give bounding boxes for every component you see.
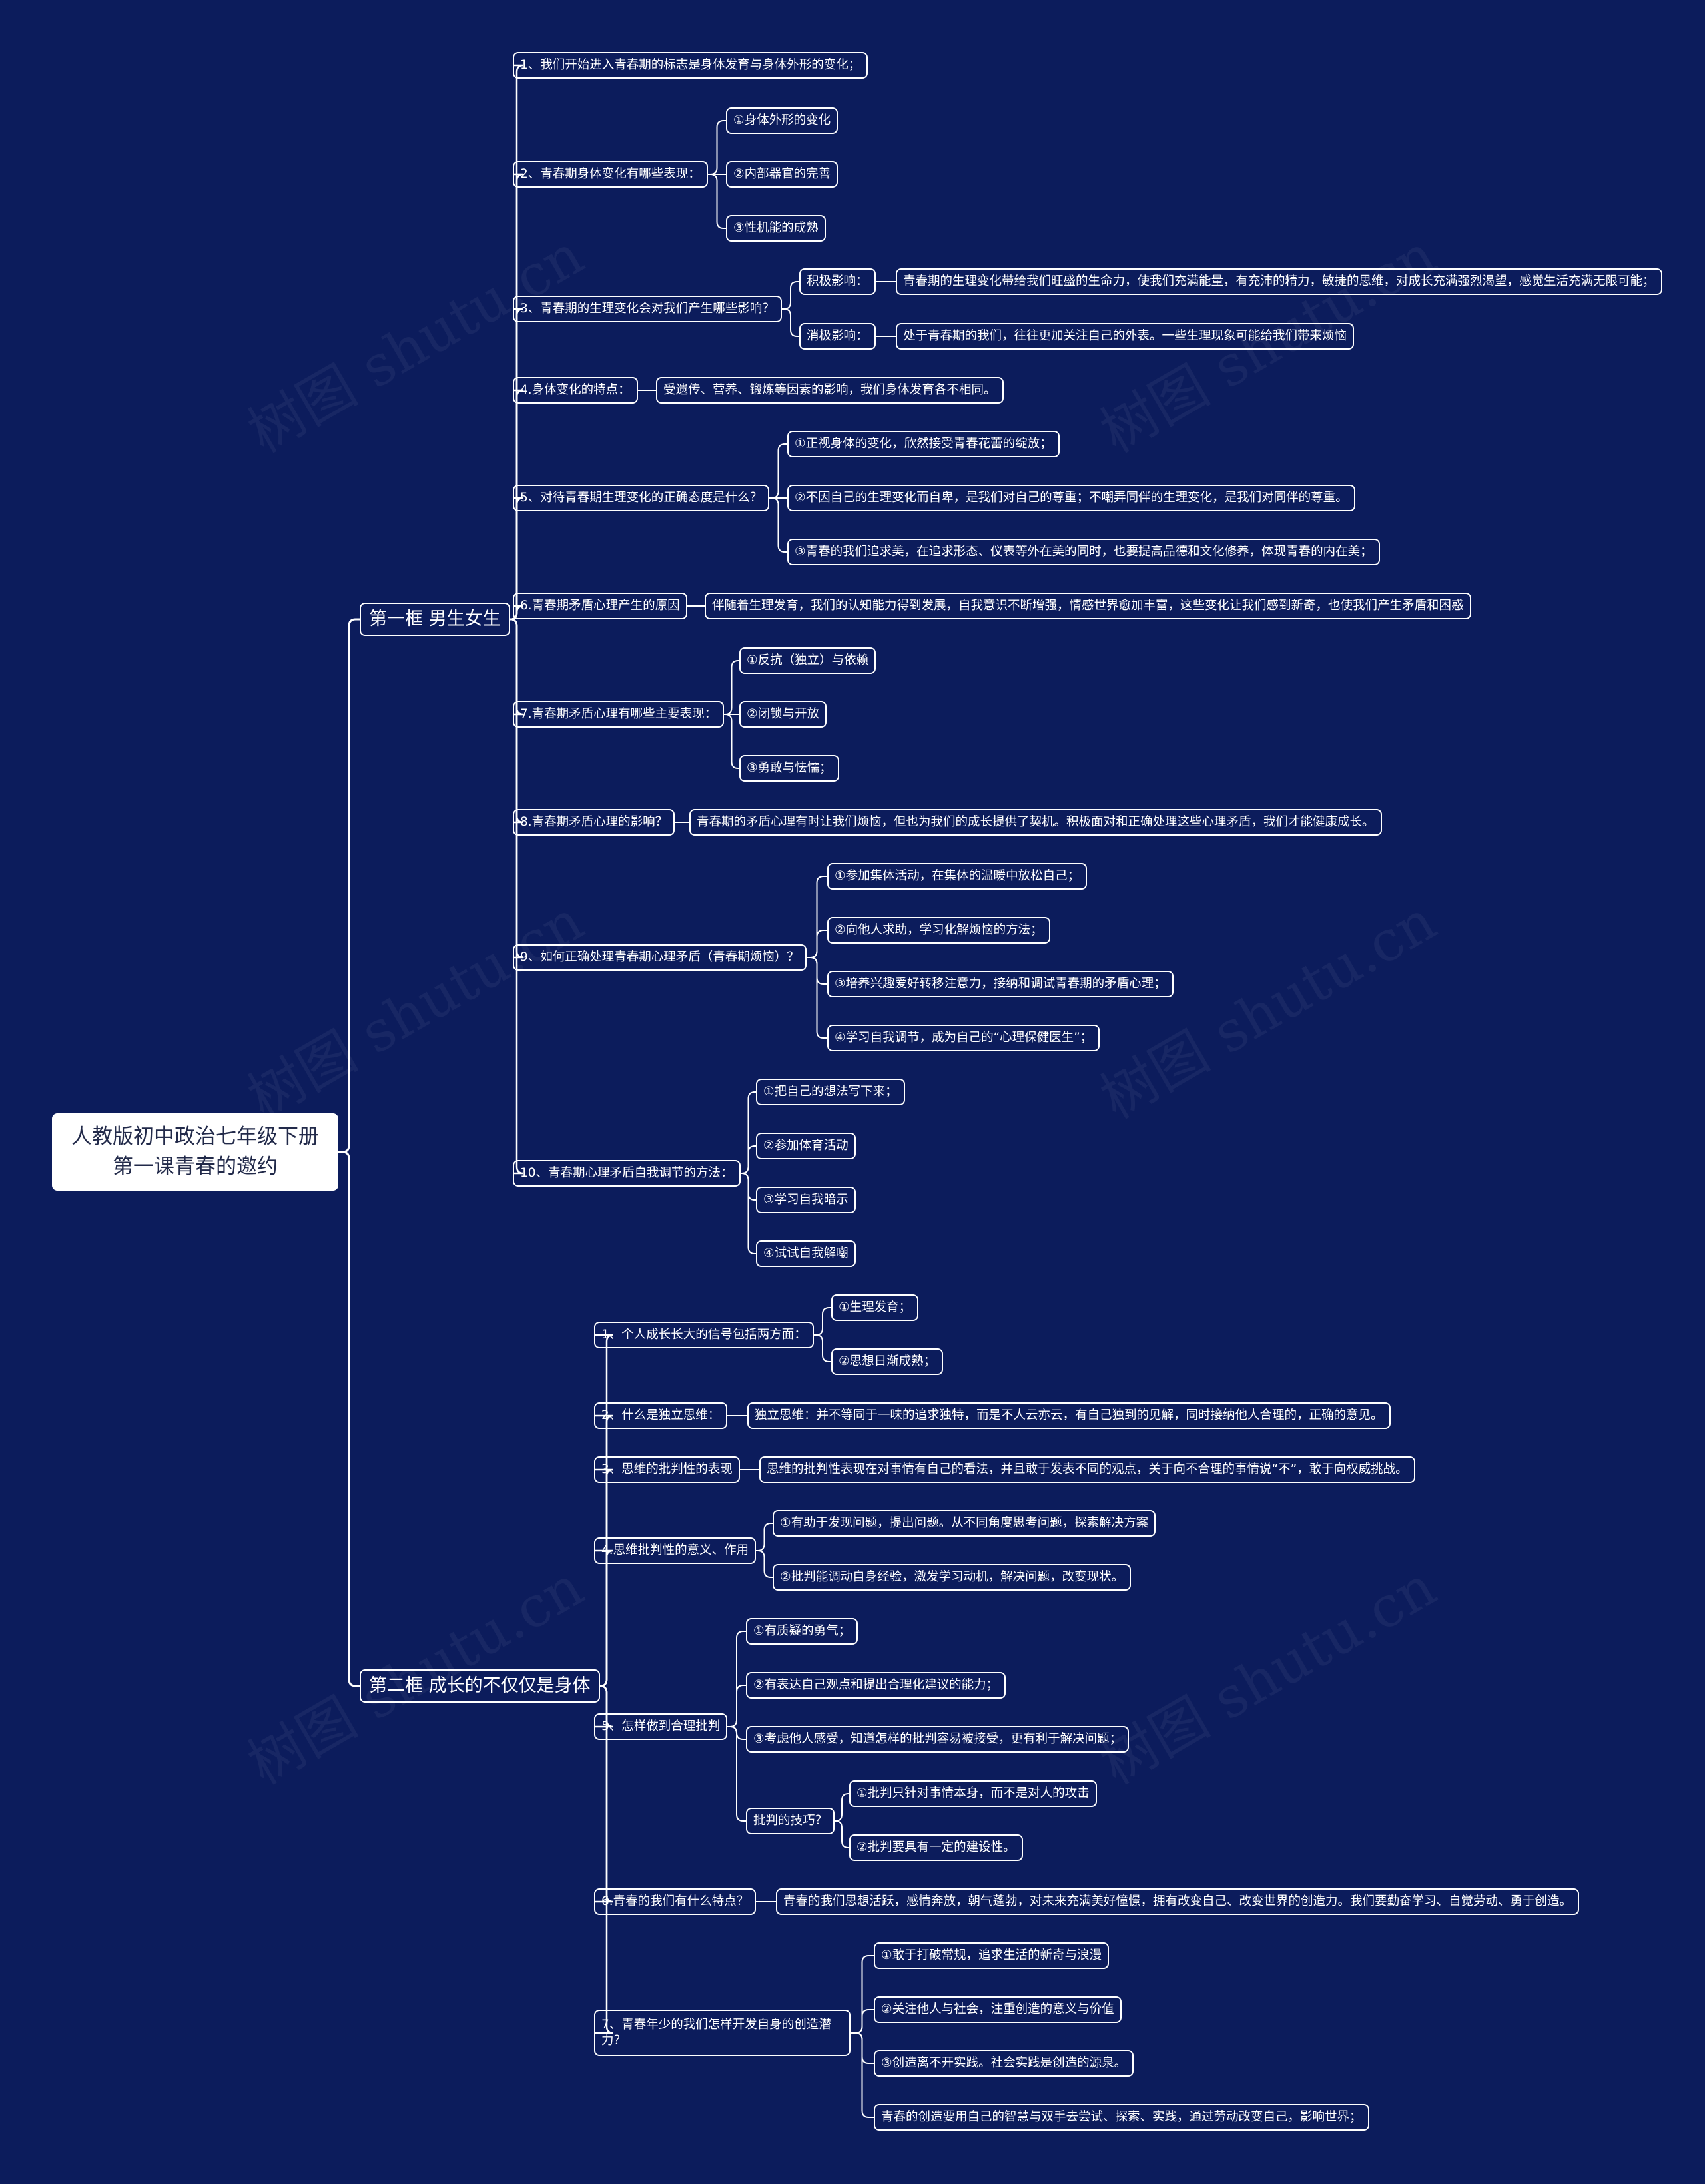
root-topic[interactable]: 人教版初中政治七年级下册 第一课青春的邀约 <box>52 1113 338 1191</box>
topic-1-5-2[interactable]: ②不因自己的生理变化而自卑，是我们对自己的尊重；不嘲弄同伴的生理变化，是我们对同… <box>787 485 1355 511</box>
topic-2-5-4[interactable]: 批判的技巧？ <box>746 1808 835 1834</box>
root-title-line1: 人教版初中政治七年级下册 <box>71 1125 319 1149</box>
connector-line <box>851 2009 874 2034</box>
connector-line <box>741 1145 756 1174</box>
topic-1-2[interactable]: 2、青春期身体变化有哪些表现： <box>513 161 708 188</box>
branch-2-topic[interactable]: 第二框 成长的不仅仅是身体 <box>360 1669 600 1703</box>
connector-line <box>807 930 827 958</box>
connector-line <box>724 714 739 769</box>
topic-1-3-1-1[interactable]: 青春期的生理变化带给我们旺盛的生命力，使我们充满能量，有充沛的精力，敏捷的思维，… <box>896 268 1662 295</box>
topic-2-2-1[interactable]: 独立思维：并不等同于一味的追求独特，而是不人云亦云，有自己独到的见解，同时接纳他… <box>747 1402 1391 1429</box>
topic-2-5-2[interactable]: ②有表达自己观点和提出合理化建议的能力； <box>746 1672 1006 1699</box>
topic-1-7-2[interactable]: ②闭锁与开放 <box>739 701 827 728</box>
topic-1-2-3[interactable]: ③性机能的成熟 <box>726 215 826 242</box>
connector-line <box>727 1726 746 1822</box>
topic-1-3[interactable]: 3、青春期的生理变化会对我们产生哪些影响？ <box>513 296 782 322</box>
topic-1-4[interactable]: 4.身体变化的特点： <box>513 377 638 404</box>
connector-line <box>782 281 799 310</box>
topic-1-5-3[interactable]: ③青春的我们追求美，在追求形态、仪表等外在美的同时，也要提高品德和文化修养，体现… <box>787 539 1380 565</box>
topic-1-3-2-1[interactable]: 处于青春期的我们，往往更加关注自己的外表。一些生理现象可能给我们带来烦恼 <box>896 323 1355 350</box>
connector-line <box>594 1468 614 1687</box>
connector-line <box>594 1549 614 1687</box>
connector-line <box>835 1820 849 1848</box>
topic-1-3-2[interactable]: 消极影响： <box>799 323 876 350</box>
topic-2-5-1[interactable]: ①有质疑的勇气； <box>746 1618 858 1645</box>
connector-line <box>727 1685 746 1727</box>
topic-1-1[interactable]: 1、我们开始进入青春期的标志是身体发育与身体外形的变化； <box>513 52 868 79</box>
topic-2-7-2[interactable]: ②关注他人与社会，注重创造的意义与价值 <box>874 1996 1122 2023</box>
branch-1-topic[interactable]: 第一框 男生女生 <box>360 603 510 636</box>
connector-line <box>851 2032 874 2118</box>
topic-2-5-4-1[interactable]: ①批判只针对事情本身，而不是对人的攻击 <box>849 1780 1097 1807</box>
topic-1-8[interactable]: 8.青春期矛盾心理的影响？ <box>513 809 675 836</box>
topic-1-9-1[interactable]: ①参加集体活动，在集体的温暖中放松自己； <box>827 863 1088 890</box>
topic-1-3-1[interactable]: 积极影响： <box>799 268 876 295</box>
topic-1-7[interactable]: 7.青春期矛盾心理有哪些主要表现： <box>513 701 725 728</box>
connector-line <box>807 957 827 1039</box>
connector-line <box>814 1334 831 1362</box>
connector-line <box>724 660 739 715</box>
connector-line <box>741 1173 756 1254</box>
topic-2-7-3[interactable]: ③创造离不开实践。社会实践是创造的源泉。 <box>874 2050 1134 2077</box>
topic-2-5[interactable]: 5、怎样做到合理批判 <box>594 1713 728 1740</box>
connector-line <box>510 618 524 1175</box>
topic-2-1-1[interactable]: ①生理发育； <box>831 1294 919 1321</box>
topic-2-1[interactable]: 1、个人成长长大的信号包括两方面： <box>594 1322 814 1348</box>
topic-2-4[interactable]: 4.思维批判性的意义、作用 <box>594 1537 757 1564</box>
connector-line <box>594 1685 614 2034</box>
topic-1-10-4[interactable]: ④试试自我解嘲 <box>756 1240 856 1267</box>
topic-1-5-1[interactable]: ①正视身体的变化，欣然接受青春花蕾的绽放； <box>787 431 1060 457</box>
topic-2-7-1[interactable]: ①敢于打破常规，追求生活的新奇与浪漫 <box>874 1942 1110 1969</box>
root-title-line2: 第一课青春的邀约 <box>113 1155 278 1179</box>
topic-1-8-1[interactable]: 青春期的矛盾心理有时让我们烦恼，但也为我们的成长提供了契机。积极面对和正确处理这… <box>689 809 1382 836</box>
connector-line <box>782 308 799 337</box>
topic-1-4-1[interactable]: 受遗传、营养、锻炼等因素的影响，我们身体发育各不相同。 <box>656 377 1004 404</box>
topic-2-3-1[interactable]: 思维的批判性表现在对事情有自己的看法，并且敢于发表不同的观点，关于向不合理的事情… <box>759 1456 1415 1483</box>
topic-2-4-2[interactable]: ②批判能调动自身经验，激发学习动机，解决问题，改变现状。 <box>773 1564 1132 1591</box>
connector-line <box>756 1523 773 1551</box>
topic-2-2[interactable]: 2、什么是独立思维： <box>594 1402 728 1429</box>
connector-line <box>708 174 726 229</box>
topic-2-7-4[interactable]: 青春的创造要用自己的智慧与双手去尝试、探索、实践，通过劳动改变自己，影响世界； <box>874 2104 1369 2131</box>
topic-1-10-1[interactable]: ①把自己的想法写下来； <box>756 1079 905 1105</box>
topic-2-4-1[interactable]: ①有助于发现问题，提出问题。从不同角度思考问题，探索解决方案 <box>773 1510 1156 1537</box>
connector-line <box>814 1307 831 1336</box>
connector-line <box>708 120 726 175</box>
topic-1-2-1[interactable]: ①身体外形的变化 <box>726 107 839 134</box>
topic-2-5-3[interactable]: ③考虑他人感受，知道怎样的批判容易被接受，更有利于解决问题； <box>746 1726 1130 1753</box>
connector-line <box>338 618 360 1153</box>
topic-1-10[interactable]: 10、青春期心理矛盾自我调节的方法： <box>513 1160 741 1187</box>
topic-1-7-1[interactable]: ①反抗（独立）与依赖 <box>739 647 876 674</box>
topic-1-10-2[interactable]: ②参加体育活动 <box>756 1133 856 1159</box>
topic-2-6-1[interactable]: 青春的我们思想活跃，感情奔放，朝气蓬勃，对未来充满美好憧憬，拥有改变自己、改变世… <box>776 1888 1580 1915</box>
topic-1-9-2[interactable]: ②向他人求助，学习化解烦恼的方法； <box>827 917 1050 944</box>
topic-1-2-2[interactable]: ②内部器官的完善 <box>726 161 839 188</box>
topic-1-9-3[interactable]: ③培养兴趣爱好转移注意力，接纳和调试青春期的矛盾心理； <box>827 971 1174 997</box>
topic-2-6[interactable]: 6.青春的我们有什么特点？ <box>594 1888 757 1915</box>
topic-2-3[interactable]: 3、思维的批判性的表现 <box>594 1456 740 1483</box>
topic-1-7-3[interactable]: ③勇敢与怯懦； <box>739 755 839 782</box>
topic-1-10-3[interactable]: ③学习自我暗示 <box>756 1187 856 1213</box>
topic-2-7[interactable]: 7、青春年少的我们怎样开发自身的创造潜力？ <box>594 2010 851 2056</box>
connector-line <box>338 1151 360 1687</box>
topic-1-9[interactable]: 9、如何正确处理青春期心理矛盾（青春期烦恼）？ <box>513 944 807 971</box>
topic-1-6-1[interactable]: 伴随着生理发育，我们的认知能力得到发展，自我意识不断增强，情感世界愈加丰富，这些… <box>705 593 1471 619</box>
topic-2-1-2[interactable]: ②思想日渐成熟； <box>831 1348 944 1375</box>
connector-line <box>594 1334 614 1687</box>
connector-line <box>769 497 787 553</box>
topic-2-5-4-2[interactable]: ②批判要具有一定的建设性。 <box>849 1834 1023 1861</box>
connector-line <box>835 1793 849 1822</box>
connector-line <box>769 443 787 499</box>
connector-line <box>510 605 524 621</box>
topic-1-6[interactable]: 6.青春期矛盾心理产生的原因 <box>513 593 687 619</box>
topic-1-9-4[interactable]: ④学习自我调节，成为自己的“心理保健医生”； <box>827 1025 1100 1051</box>
connector-line <box>756 1550 773 1578</box>
topic-1-5[interactable]: 5、对待青春期生理变化的正确态度是什么？ <box>513 485 770 511</box>
